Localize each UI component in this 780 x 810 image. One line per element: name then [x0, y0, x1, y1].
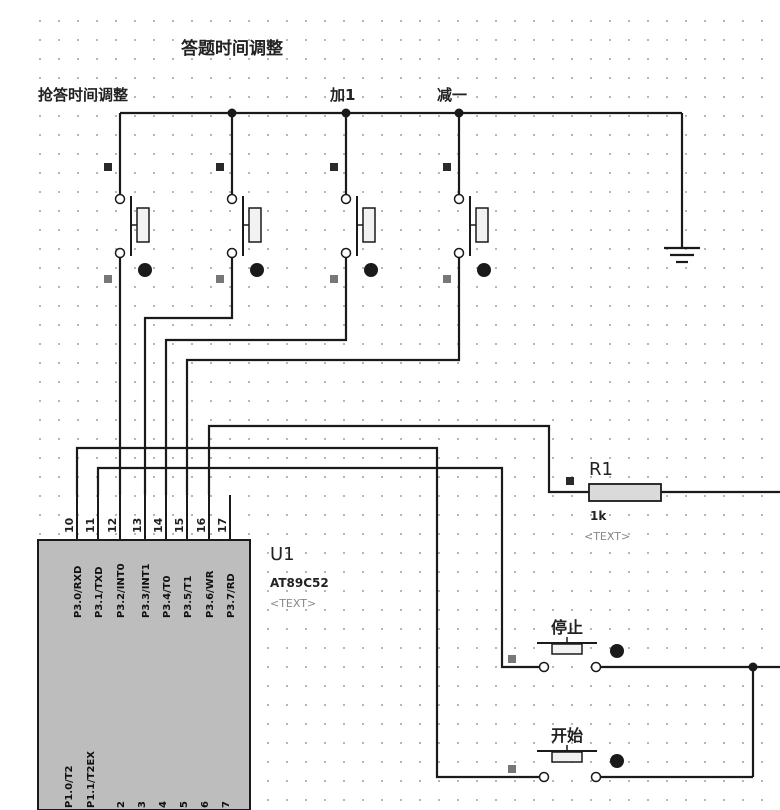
pin-number-label: 13: [131, 518, 144, 533]
pin-name-label: P3.6/WR: [205, 570, 216, 618]
junction-dot: [748, 662, 758, 672]
left-margin: [0, 0, 38, 810]
switch-label-minus-one: 减一: [437, 86, 467, 104]
pin-number-label: 2: [116, 801, 127, 808]
pin-name-label: P3.3/INT1: [141, 563, 152, 618]
push-switch-3[interactable]: [330, 113, 378, 283]
pin-name-label: P3.2/INT0: [116, 563, 127, 618]
wire-p30-start: [75, 446, 540, 779]
pin-number-label: 4: [158, 801, 169, 808]
wire-p31-stop: [96, 466, 540, 669]
start-button-label: 开始: [551, 726, 583, 745]
start-button[interactable]: [508, 745, 624, 783]
pin-number-label: 6: [200, 801, 211, 808]
mcu-left-pin-names: P1.0/T2 P1.1/T2EX: [64, 751, 97, 808]
pin-number-label: 12: [106, 518, 119, 533]
mcu-text-placeholder: <TEXT>: [270, 597, 316, 610]
pin-name-label: P1.0/T2: [64, 765, 75, 808]
pin-number-label: 10: [63, 517, 76, 533]
mcu-top-pin-numbers: 10 11 12 13 14 15 16 17: [63, 517, 229, 533]
mcu-top-pin-names: P3.0/RXD P3.1/TXD P3.2/INT0 P3.3/INT1 P3.4/T…: [73, 563, 237, 618]
push-switch-2[interactable]: [216, 113, 264, 283]
wire-switch3-p34: [164, 257, 348, 495]
push-switch-4[interactable]: [443, 113, 491, 283]
pin-name-label: P3.0/RXD: [73, 566, 84, 618]
pin-name-label: P1.1/T2EX: [86, 751, 97, 808]
switch-wires: [75, 257, 780, 779]
pin-name-label: P3.4/T0: [162, 575, 173, 618]
mcu-part: AT89C52: [270, 576, 329, 590]
pin-name-label: P3.7/RD: [226, 573, 237, 618]
pin-number-label: 14: [152, 517, 165, 533]
pin-number-label: 16: [195, 517, 208, 533]
mcu-body[interactable]: [37, 539, 251, 810]
pin-number-label: 17: [216, 518, 229, 533]
wire-switch4-p35: [185, 257, 461, 495]
mcu-ref: U1: [270, 544, 295, 565]
pin-name-label: P3.1/TXD: [94, 566, 105, 618]
pin-number-label: 7: [221, 801, 232, 808]
diagram-title: 答题时间调整: [181, 38, 283, 59]
top-bus: [120, 111, 700, 264]
mcu-bottom-pin-numbers: 2 3 4 5 6 7: [116, 801, 232, 808]
pin-number-label: 15: [173, 518, 186, 533]
wire-switch2-p33: [143, 257, 234, 495]
pin-name-label: P3.5/T1: [183, 575, 194, 618]
stop-button-label: 停止: [551, 618, 583, 637]
pin-number-label: 11: [84, 518, 97, 533]
switch-label-plus-one: 加1: [329, 86, 355, 104]
resistor-r1[interactable]: [566, 477, 662, 502]
switch-label-time-adjust: 抢答时间调整: [38, 86, 128, 104]
resistor-text-placeholder: <TEXT>: [584, 530, 630, 543]
resistor-ref: R1: [589, 459, 613, 480]
mcu-top-pin-stubs: [76, 495, 231, 540]
pin-number-label: 3: [137, 801, 148, 808]
resistor-value: 1k: [590, 509, 607, 523]
stop-button[interactable]: [508, 637, 624, 673]
pin-number-label: 5: [179, 801, 190, 808]
